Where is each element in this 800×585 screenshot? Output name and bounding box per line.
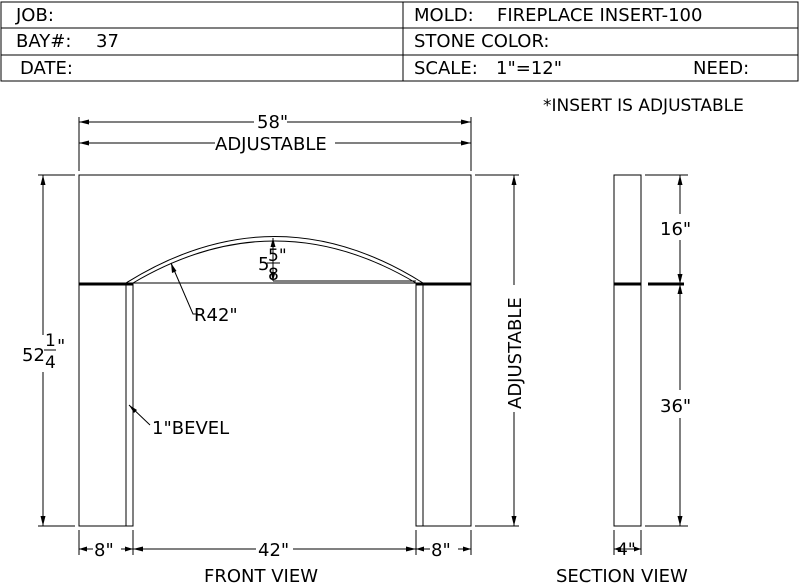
- bottom-height-label: 36": [660, 396, 691, 417]
- dim-arrow: [677, 516, 683, 526]
- depth-label: 4": [617, 540, 636, 560]
- dim-arrow: [511, 516, 517, 526]
- dim-arrow: [677, 175, 683, 185]
- leader-arrow: [171, 263, 177, 273]
- dim-arrow: [614, 546, 621, 552]
- bay-value: 37: [96, 31, 119, 52]
- dim-arrow: [270, 272, 276, 281]
- bevel-label: 1"BEVEL: [152, 418, 229, 439]
- arch-outer: [125, 236, 424, 284]
- adjustable-width-label: ADJUSTABLE: [215, 134, 327, 155]
- dim-arrow: [677, 284, 683, 294]
- job-label: JOB:: [15, 5, 54, 26]
- radius-label: R42": [194, 305, 238, 326]
- opening-label: 42": [258, 540, 289, 561]
- dim-arrow: [416, 546, 424, 552]
- radius-leader: [170, 262, 198, 315]
- need-label: NEED:: [693, 58, 749, 79]
- dim-arrow: [79, 140, 89, 146]
- dim-arrow: [125, 546, 133, 552]
- left-leg-label: 8": [94, 540, 114, 561]
- overall-height-numerator: 1: [45, 331, 56, 351]
- mold-value: FIREPLACE INSERT-100: [497, 5, 702, 26]
- front-view: 58" ADJUSTABLE 52 1 4 " ADJUSTABLE 5 5": [22, 112, 526, 585]
- overall-height-whole: 52: [22, 345, 45, 366]
- dim-arrow: [40, 175, 46, 185]
- title-block: JOB: BAY#: 37 DATE: MOLD: FIREPLACE INSE…: [0, 1, 799, 82]
- arch-rise-whole: 5: [258, 254, 269, 275]
- dim-arrow: [79, 119, 89, 125]
- insert-adjustable-note: *INSERT IS ADJUSTABLE: [543, 96, 744, 116]
- overall-height-inch-mark: ": [57, 336, 65, 357]
- overall-width-label: 58": [257, 112, 288, 133]
- arch-rise-denominator: 8: [268, 265, 279, 285]
- dim-arrow: [40, 516, 46, 526]
- right-leg-label: 8": [431, 540, 451, 561]
- leader-arrow: [129, 405, 137, 413]
- section-view-caption: SECTION VIEW: [556, 566, 688, 585]
- dim-arrow: [270, 238, 276, 247]
- scale-label: SCALE:: [414, 58, 478, 79]
- date-label: DATE:: [20, 58, 73, 79]
- dim-arrow: [463, 546, 471, 552]
- stone-color-label: STONE COLOR:: [414, 31, 549, 52]
- dim-arrow: [511, 175, 517, 185]
- dim-arrow: [133, 546, 143, 552]
- right-height-adjustable-label: ADJUSTABLE: [505, 297, 526, 409]
- dim-arrow: [79, 546, 87, 552]
- dim-arrow: [677, 274, 683, 284]
- overall-height-denominator: 4: [45, 353, 56, 373]
- dim-arrow: [634, 546, 641, 552]
- dim-arrow: [406, 546, 416, 552]
- arch-rise-numerator: 5": [268, 246, 287, 266]
- bay-label: BAY#:: [16, 31, 71, 52]
- dim-arrow: [461, 140, 471, 146]
- title-block-border: [0, 1, 799, 82]
- front-view-caption: FRONT VIEW: [204, 566, 318, 585]
- section-outline: [613, 174, 642, 527]
- top-height-label: 16": [660, 219, 691, 240]
- arch-inner: [132, 240, 417, 284]
- scale-value: 1"=12": [496, 58, 562, 79]
- dim-arrow: [461, 119, 471, 125]
- mold-label: MOLD:: [414, 5, 474, 26]
- section-view: 16" 36" 4" SECTION VIEW: [556, 174, 691, 585]
- fireplace-front-outline: [78, 174, 472, 527]
